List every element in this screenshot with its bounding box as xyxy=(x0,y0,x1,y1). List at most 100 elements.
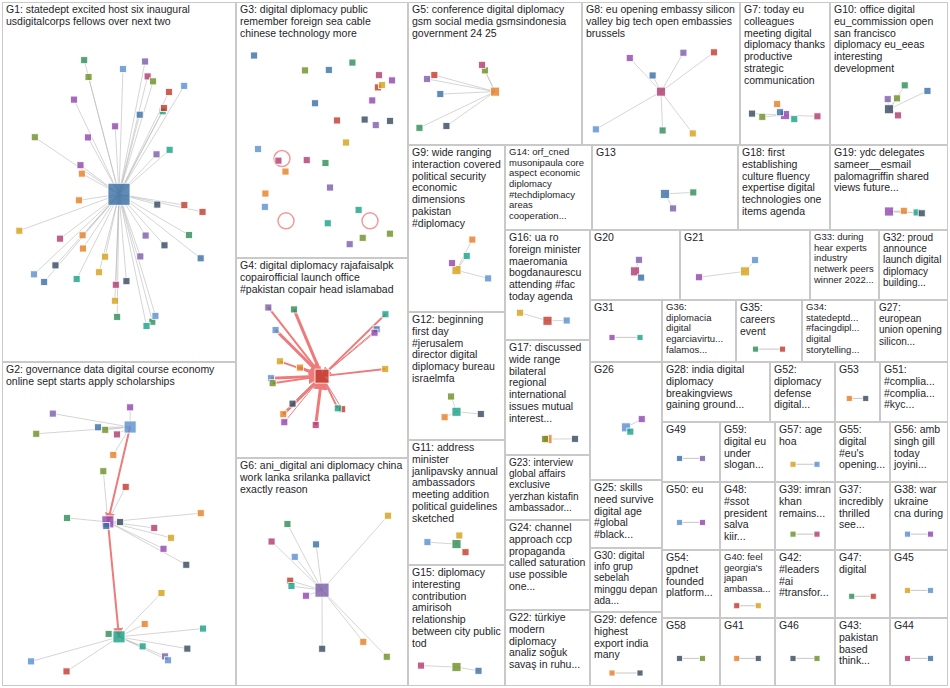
vertex xyxy=(325,66,332,73)
vertex xyxy=(626,55,633,62)
vertex xyxy=(102,253,109,260)
vertex xyxy=(312,421,319,428)
vertex xyxy=(437,91,444,98)
vertex xyxy=(359,234,366,241)
vertex xyxy=(291,553,298,560)
vertex-link xyxy=(119,81,153,194)
vertex-link xyxy=(287,524,322,590)
group-panel: G22: türkiye modern diplomacy analiz soğ… xyxy=(505,610,590,686)
vertex xyxy=(183,561,190,568)
vertex xyxy=(905,587,911,593)
vertex xyxy=(185,232,192,239)
vertex xyxy=(755,603,761,609)
vertex xyxy=(343,139,350,146)
self-loop xyxy=(274,151,290,167)
group-panel: G7: today eu colleagues meeting digital … xyxy=(740,2,830,145)
group-label: G28: india digital diplomacy breakingvie… xyxy=(663,363,769,411)
vertex-link xyxy=(119,194,201,258)
group-label: G19: ydc delegates sameer__esmail paloma… xyxy=(831,146,947,194)
group-label: G59: digital eu under slogan... xyxy=(721,423,774,471)
group-panel: G23: interview global affairs exclusive … xyxy=(505,455,590,520)
vertex-link xyxy=(434,75,495,92)
vertex-link xyxy=(793,464,817,465)
group-panel: G41 xyxy=(720,618,775,686)
vertex xyxy=(448,393,455,400)
group-panel: G4: digital diplomacy rajafaisalpk copai… xyxy=(236,258,408,458)
vertex xyxy=(73,276,80,283)
vertex-link xyxy=(322,333,375,376)
vertex xyxy=(452,407,461,416)
vertex xyxy=(114,313,121,320)
group-label: G37: incredibly thrilled see... xyxy=(836,483,889,531)
vertex xyxy=(110,451,117,458)
vertex xyxy=(360,638,367,645)
vertex xyxy=(181,82,188,89)
group-panel: G48: #ssot president salva kiir... xyxy=(720,482,775,550)
group-label: G50: eu xyxy=(663,483,719,496)
vertex xyxy=(372,122,379,129)
vertex-link xyxy=(793,658,817,659)
vertex xyxy=(119,65,126,72)
vertex xyxy=(375,72,382,79)
vertex xyxy=(139,643,146,650)
group-label: G1: statedept excited host six inaugural… xyxy=(3,3,235,28)
vertex-link xyxy=(446,92,495,126)
vertex xyxy=(657,87,666,96)
vertex xyxy=(755,655,761,661)
vertex xyxy=(637,334,643,340)
vertex xyxy=(542,436,549,443)
vertex xyxy=(734,603,740,609)
vertex xyxy=(141,621,148,628)
group-panel: G28: india digital diplomacy breakingvie… xyxy=(662,362,770,422)
group-label: G57: age hoa xyxy=(776,423,834,448)
vertex xyxy=(315,369,329,383)
vertex xyxy=(790,655,796,661)
group-panel: G14: orf_cned musonipaula core aspect ec… xyxy=(505,145,592,230)
vertex xyxy=(100,468,107,475)
vertex xyxy=(895,112,902,119)
vertex-link xyxy=(119,593,161,637)
group-label: G38: war ukraine cna during xyxy=(891,483,947,519)
vertex xyxy=(463,252,470,259)
vertex-link xyxy=(322,516,388,590)
group-panel: G24: channel approach ccp propaganda cal… xyxy=(505,520,590,610)
group-label: G16: ua ro foreign minister maeromania b… xyxy=(506,231,589,303)
group-panel: G31 xyxy=(590,300,662,362)
vertex xyxy=(387,117,394,124)
vertex-link xyxy=(67,637,119,672)
vertex xyxy=(269,380,276,387)
group-panel: G40: feel georgia's japan ambassa... xyxy=(720,550,775,618)
group-panel: G12: beginning first day #jerusalem dire… xyxy=(408,312,505,440)
group-panel: G20 xyxy=(590,230,680,300)
vertex xyxy=(142,58,149,65)
vertex xyxy=(749,110,756,117)
vertex xyxy=(592,126,599,133)
vertex-link xyxy=(119,194,147,326)
group-panel: G8: eu opening embassy silicon valley bi… xyxy=(582,2,740,145)
vertex-link xyxy=(661,53,683,92)
vertex xyxy=(382,365,389,372)
vertex xyxy=(276,358,283,365)
vertex xyxy=(900,207,907,214)
vertex xyxy=(780,346,786,352)
group-panel: G15: diplomacy interesting contribution … xyxy=(408,565,505,686)
vertex-link xyxy=(427,79,495,92)
vertex-link xyxy=(268,307,322,376)
vertex xyxy=(700,455,706,461)
vertex-link xyxy=(596,92,661,130)
vertex xyxy=(814,531,820,537)
group-panel: G19: ydc delegates sameer__esmail paloma… xyxy=(830,145,948,230)
group-label: G41 xyxy=(721,619,774,632)
group-label: G23: interview global affairs exclusive … xyxy=(506,456,589,513)
vertex xyxy=(161,242,168,249)
vertex xyxy=(491,87,500,96)
vertex xyxy=(690,189,697,196)
vertex-link xyxy=(77,194,119,279)
vertex xyxy=(303,157,310,164)
vertex xyxy=(334,405,341,412)
vertex-link xyxy=(440,92,495,94)
vertex xyxy=(288,583,295,590)
vertex xyxy=(441,414,448,421)
vertex-link xyxy=(108,522,154,528)
